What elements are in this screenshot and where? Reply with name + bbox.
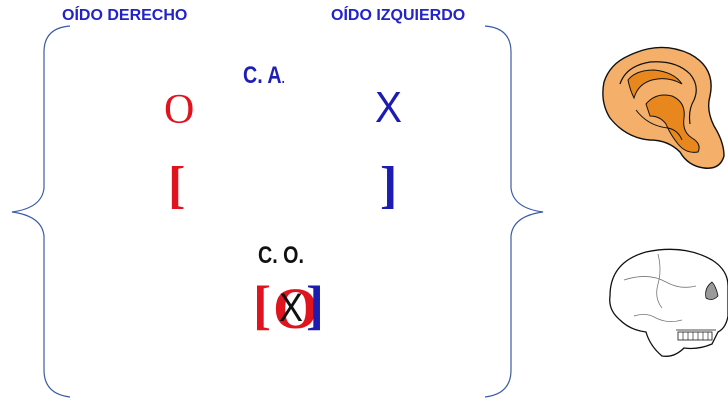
air-conduction-label-text: C. A: [243, 62, 282, 89]
header-left-ear: OÍDO IZQUIERDO: [331, 7, 466, 24]
air-conduction-label-dot: .: [281, 70, 285, 86]
bone-conduction-label-text: C. O.: [258, 242, 304, 269]
air-conduction-label: C. A.: [243, 62, 294, 92]
header-right-ear: OÍDO DERECHO: [62, 7, 188, 24]
bone-masked-symbol-group: [ O X ]: [253, 275, 324, 342]
bone-close-bracket: ]: [306, 275, 324, 335]
air-left-masked-symbol: ]: [380, 157, 398, 214]
bone-conduction-label: C. O.: [258, 242, 314, 270]
skull-icon: [609, 248, 728, 357]
bone-circle-symbol: O: [273, 276, 319, 341]
air-right-masked-symbol: [: [168, 157, 186, 214]
bone-open-bracket: [: [253, 275, 271, 335]
ear-icon: [602, 46, 725, 169]
air-left-unmasked-symbol: X: [375, 83, 403, 132]
air-right-unmasked-symbol: O: [164, 87, 195, 133]
bone-cross-symbol: X: [279, 286, 304, 330]
